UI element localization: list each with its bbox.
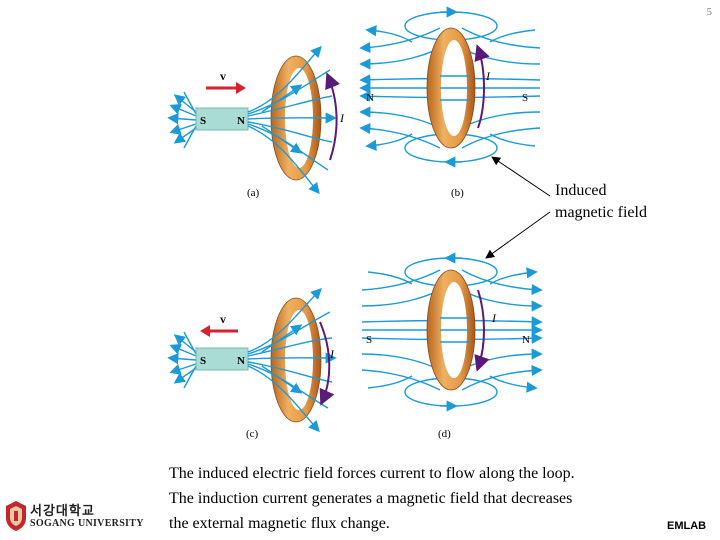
panel-a: v S N I: [167, 45, 345, 199]
body-text-line-2: The induction current generates a magnet…: [169, 490, 573, 507]
university-name-english: SOGANG UNIVERSITY: [30, 518, 144, 529]
lab-name: EMLAB: [667, 520, 707, 532]
velocity-arrowhead-a: [236, 82, 246, 94]
current-arrow-c: [319, 321, 335, 406]
pole-label-b-left: N: [366, 92, 374, 104]
magnet-pole-s-c: S: [200, 355, 206, 367]
field-lines-a-right: [247, 45, 337, 195]
field-lines-c-right: [247, 288, 337, 433]
magnet-pole-n-c: N: [237, 355, 245, 367]
panel-c: v S N I (c): [167, 288, 337, 440]
panel-label-b: (b): [451, 187, 464, 199]
current-label-d: I: [491, 311, 497, 325]
field-lines-a-left: [167, 91, 197, 149]
induction-figure: v S N I: [167, 6, 551, 440]
current-arrow-b: [474, 44, 490, 129]
current-arrow-a: [325, 72, 340, 161]
callout-pointer-top: [491, 156, 551, 197]
velocity-arrowhead-c: [200, 325, 210, 337]
pole-label-d-left: S: [366, 334, 372, 346]
university-name-korean: 서강대학교: [30, 504, 95, 519]
callout-label: Induced magnetic field: [555, 180, 647, 224]
panel-b: I N S (b): [359, 6, 541, 199]
current-label-a: I: [339, 111, 345, 125]
pole-label-d-right: N: [522, 334, 530, 346]
magnet-pole-s-a: S: [200, 115, 206, 127]
current-label-c: I: [329, 347, 335, 361]
field-lines-c-left: [167, 331, 197, 389]
velocity-label-c: v: [220, 312, 226, 326]
slide-number: 5: [706, 6, 713, 18]
magnet-pole-n-a: N: [237, 115, 245, 127]
current-label-b: I: [485, 69, 491, 83]
callout-pointer-bottom: [485, 211, 551, 259]
ring-c-hole: [285, 310, 313, 410]
body-text-line-3: the external magnetic flux change.: [169, 515, 390, 532]
panel-label-c: (c): [246, 428, 259, 440]
current-arrow-d: [474, 289, 490, 372]
body-text: The induced electric field forces curren…: [169, 461, 669, 536]
velocity-label-a: v: [220, 69, 226, 83]
callout-line-1: Induced: [555, 182, 607, 199]
panel-label-a: (a): [247, 187, 260, 199]
university-emblem-icon: [6, 501, 26, 531]
callout-line-2: magnetic field: [555, 204, 647, 221]
panel-label-d: (d): [438, 428, 451, 440]
panel-d: I S N (d): [361, 252, 543, 440]
pole-label-b-right: S: [522, 92, 528, 104]
body-text-line-1: The induced electric field forces curren…: [169, 465, 575, 482]
